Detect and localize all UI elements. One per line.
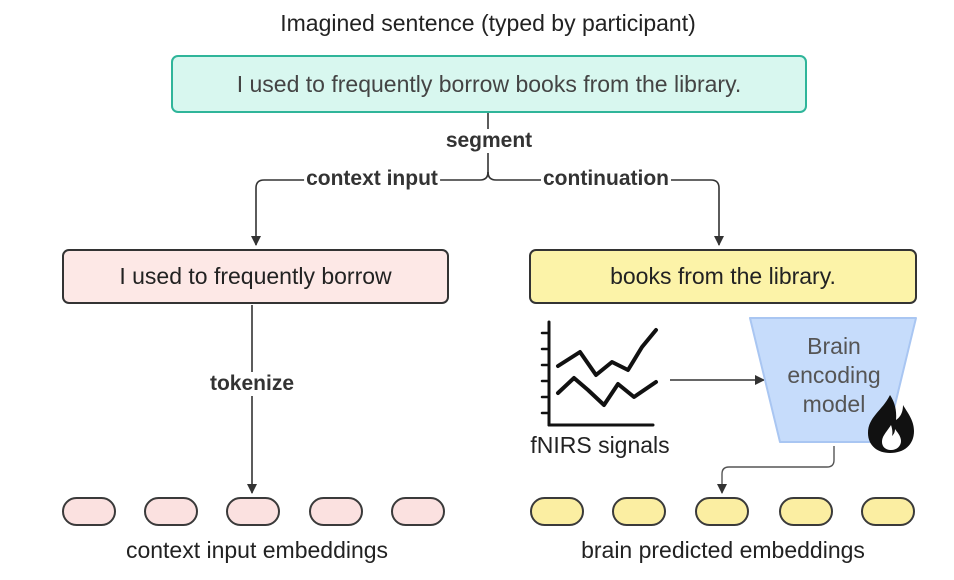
continuation-label: continuation: [541, 167, 671, 191]
brain-embeddings-caption: brain predicted embeddings: [581, 537, 865, 563]
segment-label: segment: [443, 129, 535, 153]
context-embedding-pill: [62, 497, 116, 526]
context-embedding-pill: [226, 497, 280, 526]
brain-embedding-pill: [779, 497, 833, 526]
fnirs-chart-icon: [540, 320, 658, 427]
continuation-text: books from the library.: [610, 263, 836, 289]
model-line-3: model: [802, 391, 866, 417]
context-embeddings-caption: context input embeddings: [125, 537, 389, 563]
edge-to-context-input: [251, 171, 489, 246]
imagined-sentence-box: I used to frequently borrow books from t…: [171, 55, 807, 113]
diagram-title: Imagined sentence (typed by participant): [280, 10, 696, 36]
model-line-1: Brain: [807, 333, 861, 359]
context-embedding-pill: [144, 497, 198, 526]
brain-embedding-pill: [530, 497, 584, 526]
context-input-label: context input: [304, 167, 440, 191]
context-input-box: I used to frequently borrow: [62, 249, 449, 304]
model-line-2: encoding: [787, 362, 881, 388]
tokenize-label: tokenize: [207, 372, 297, 396]
context-input-text: I used to frequently borrow: [119, 263, 392, 289]
flame-icon: [868, 395, 914, 453]
brain-embedding-pill: [612, 497, 666, 526]
edge-model-to-embeddings: [717, 446, 835, 494]
brain-embedding-pill: [695, 497, 749, 526]
edge-to-continuation: [487, 171, 724, 246]
context-embedding-pill: [309, 497, 363, 526]
brain-embedding-pill: [861, 497, 915, 526]
fnirs-signals-label: fNIRS signals: [530, 432, 670, 458]
context-embedding-pill: [391, 497, 445, 526]
imagined-sentence-text: I used to frequently borrow books from t…: [236, 70, 742, 97]
brain-encoding-model-label: Brain encoding model: [787, 332, 880, 419]
continuation-box: books from the library.: [529, 249, 917, 304]
